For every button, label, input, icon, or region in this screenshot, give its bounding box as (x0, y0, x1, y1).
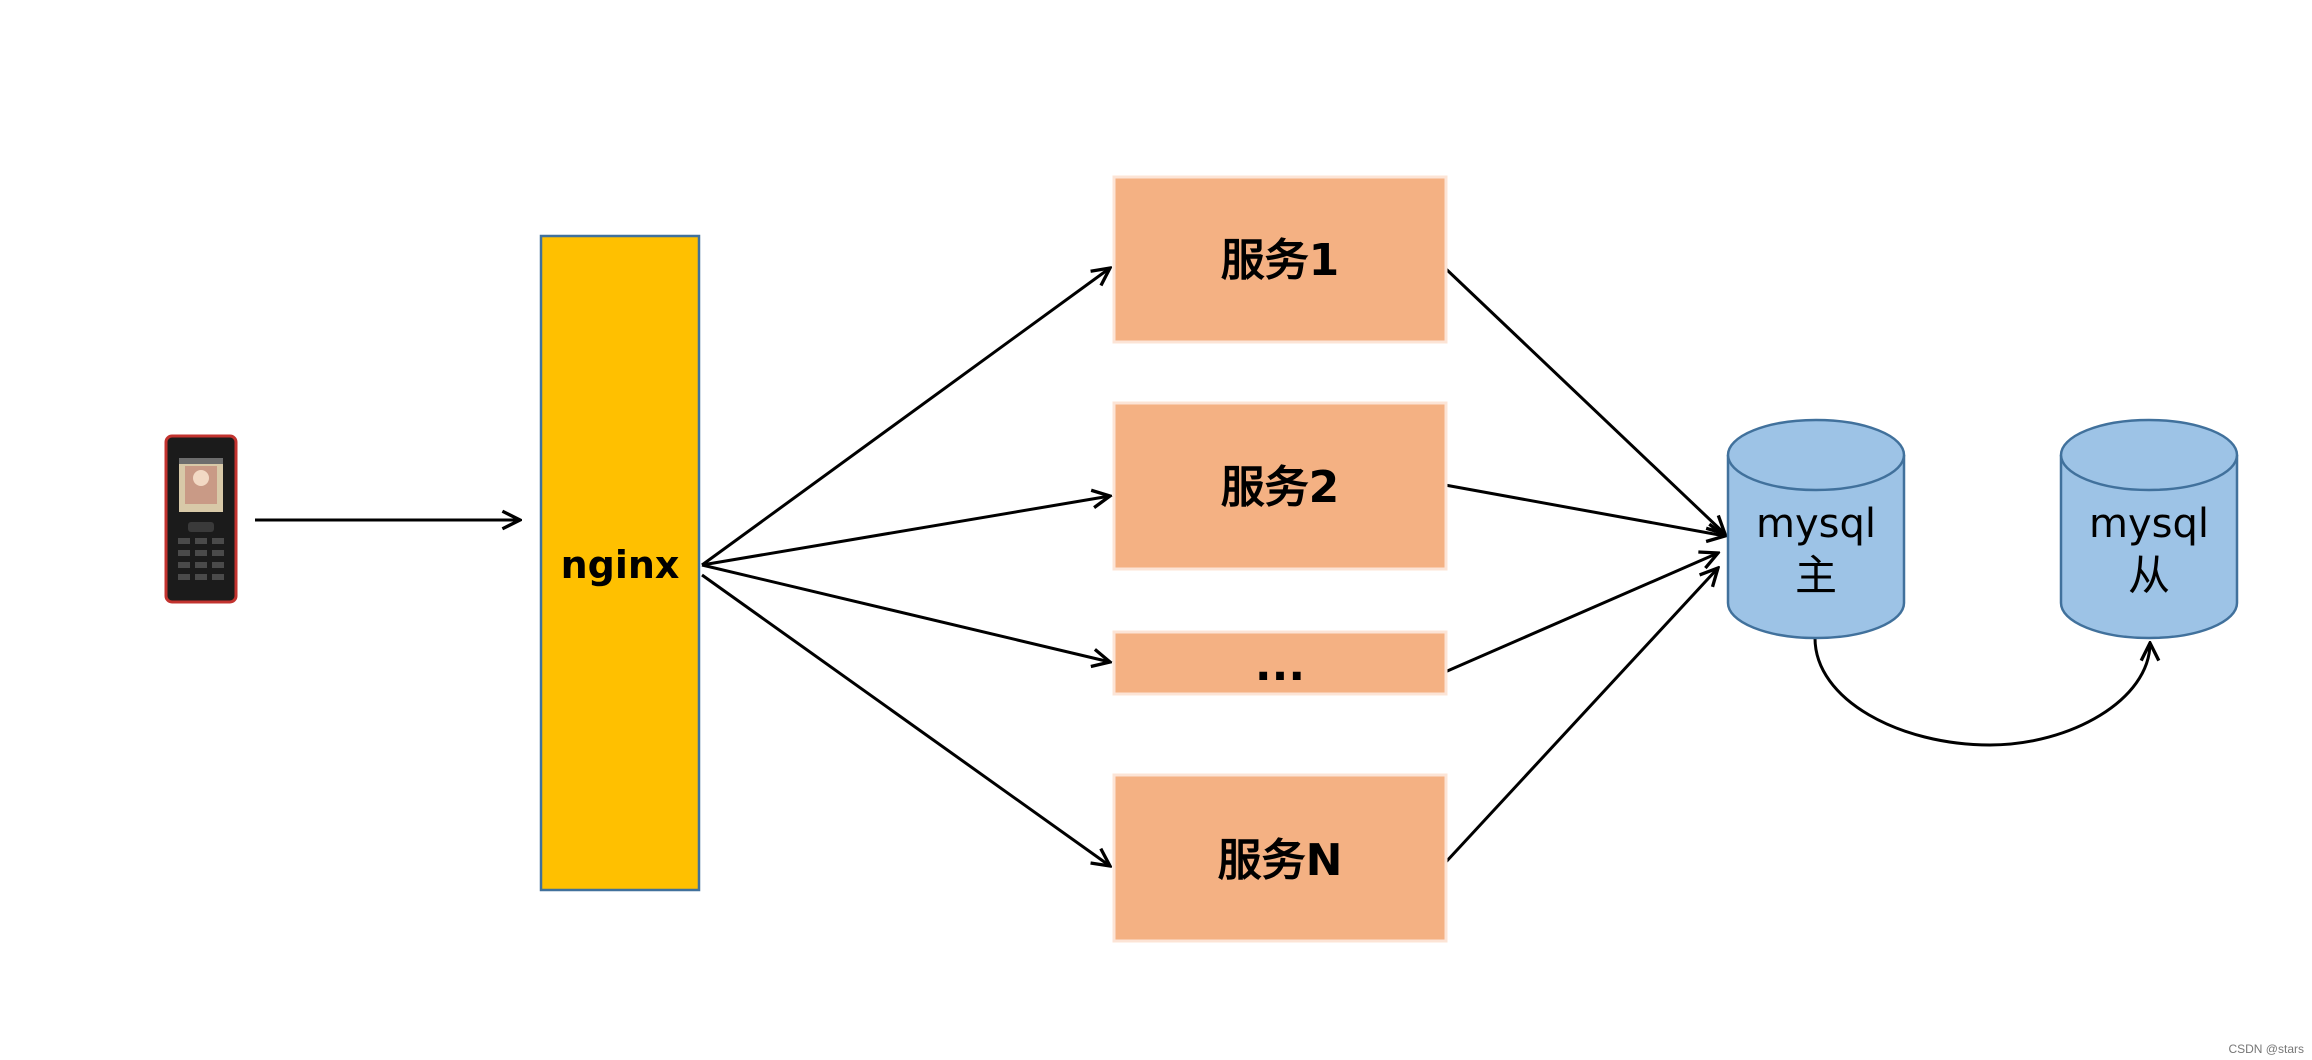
mysql-master-line2: 主 (1795, 551, 1837, 600)
service-2-node: 服务2 (1112, 401, 1448, 571)
edge-nginx-service-2 (701, 496, 1110, 567)
mobile-phone-icon (164, 434, 238, 604)
edge-service-ellipsis-db (1444, 553, 1718, 674)
watermark-text: CSDN @stars (2228, 1042, 2304, 1056)
edge-nginx-service-1 (701, 268, 1110, 567)
nginx-node: nginx (539, 234, 701, 892)
mysql-master-line1: mysql (1756, 501, 1876, 547)
nginx-label: nginx (561, 543, 680, 587)
service-n-label: 服务N (1218, 835, 1343, 886)
edge-service-1-db (1443, 266, 1725, 534)
service-ellipsis-label: ... (1255, 640, 1305, 691)
edge-db-master-slave (1813, 637, 2150, 747)
mysql-slave-line2: 从 (2128, 551, 2170, 600)
service-n-node: 服务N (1112, 773, 1448, 943)
mysql-slave-cylinder: mysql 从 (2059, 418, 2239, 640)
edge-nginx-service-n (701, 573, 1110, 866)
edge-service-n-db (1443, 568, 1718, 865)
edge-nginx-service-ellipsis (701, 563, 1110, 662)
service-2-label: 服务2 (1221, 462, 1340, 513)
mysql-master-cylinder: mysql 主 (1726, 418, 1906, 640)
service-1-label: 服务1 (1221, 235, 1340, 286)
mysql-slave-line1: mysql (2089, 501, 2209, 547)
edge-service-2-db (1444, 483, 1725, 536)
service-ellipsis-node: ... (1112, 630, 1448, 696)
edges (255, 268, 2150, 866)
service-1-node: 服务1 (1112, 175, 1448, 344)
